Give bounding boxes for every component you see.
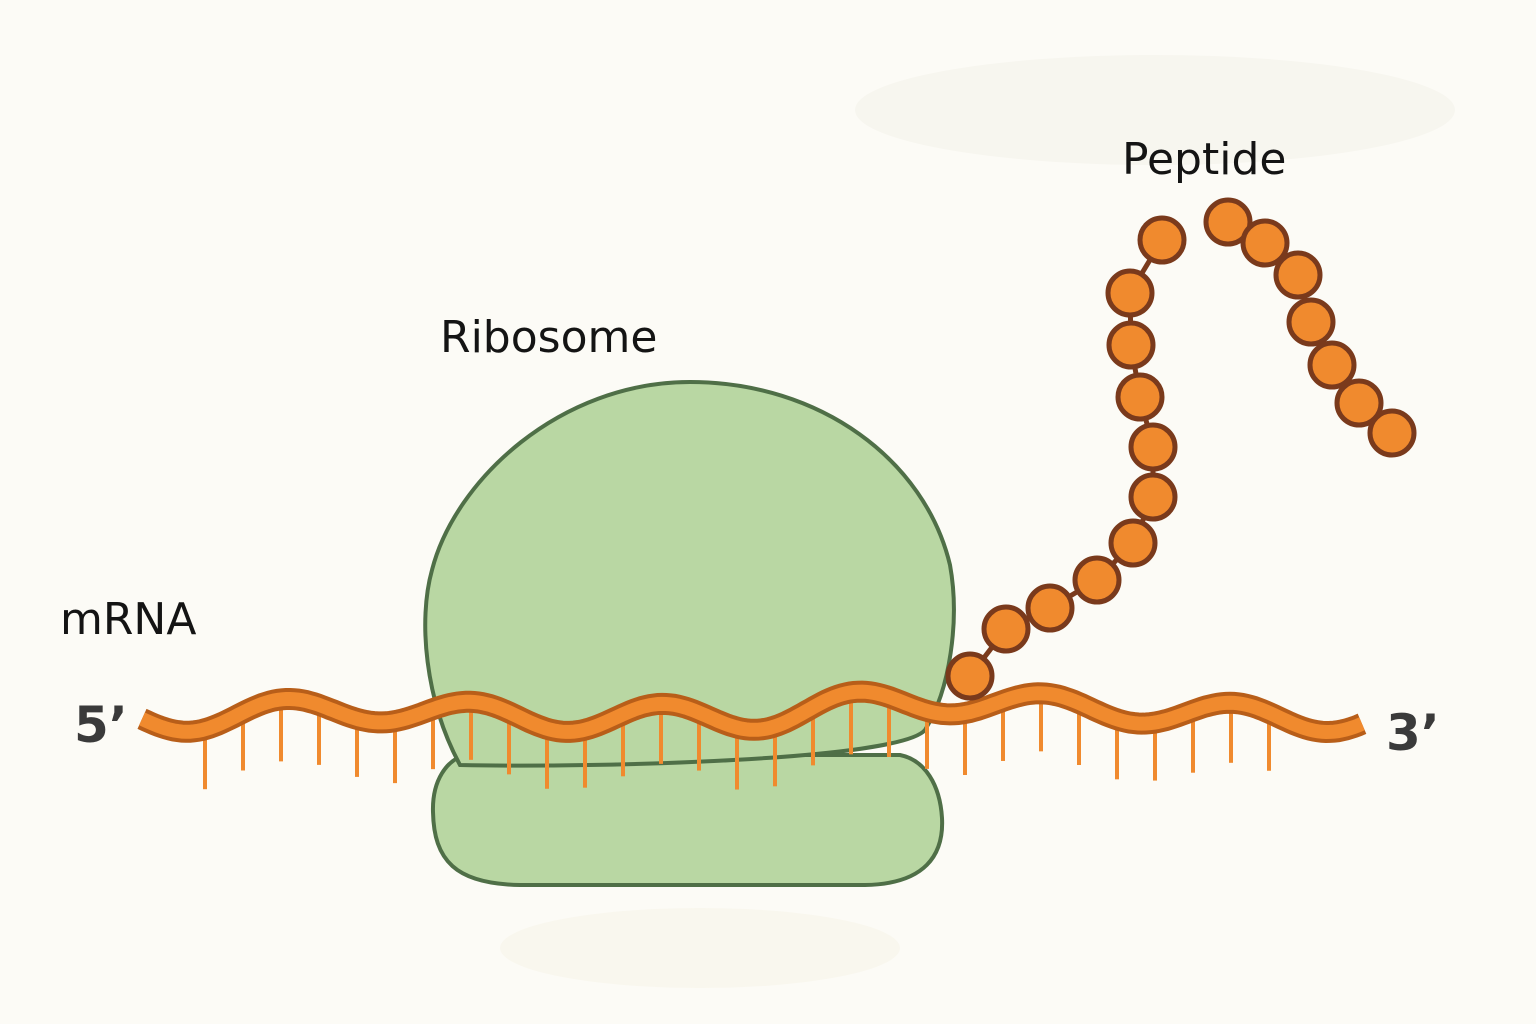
background-smudge	[500, 908, 900, 988]
amino-acid-bead	[1072, 555, 1122, 605]
amino-acid-bead	[945, 651, 995, 701]
amino-acid-bead	[1367, 408, 1417, 458]
amino-acid-bead	[1108, 518, 1158, 568]
ribosome-label: Ribosome	[440, 312, 658, 363]
amino-acid-bead	[1115, 372, 1165, 422]
amino-acid-bead	[1240, 218, 1290, 268]
amino-acid-bead	[1128, 422, 1178, 472]
amino-acid-bead	[1128, 472, 1178, 522]
amino-acid-bead	[1025, 583, 1075, 633]
amino-acid-bead	[1105, 268, 1155, 318]
peptide-chain	[945, 197, 1417, 701]
amino-acid-bead	[981, 604, 1031, 654]
amino-acid-bead	[1106, 320, 1156, 370]
amino-acid-bead	[1203, 197, 1253, 247]
amino-acid-bead	[1334, 378, 1384, 428]
mrna-strand	[139, 684, 1365, 740]
mrna-label: mRNA	[60, 594, 197, 645]
peptide-label: Peptide	[1122, 134, 1287, 185]
three-prime-end-label: 3’	[1386, 704, 1440, 762]
background-smudge	[855, 55, 1455, 165]
amino-acid-bead	[1307, 340, 1357, 390]
ribosome-small-subunit	[430, 753, 945, 887]
amino-acid-bead	[1137, 215, 1187, 265]
amino-acid-bead	[1273, 250, 1323, 300]
ribosome-large-subunit	[423, 379, 956, 768]
five-prime-end-label: 5’	[74, 696, 128, 754]
amino-acid-bead	[1286, 297, 1336, 347]
